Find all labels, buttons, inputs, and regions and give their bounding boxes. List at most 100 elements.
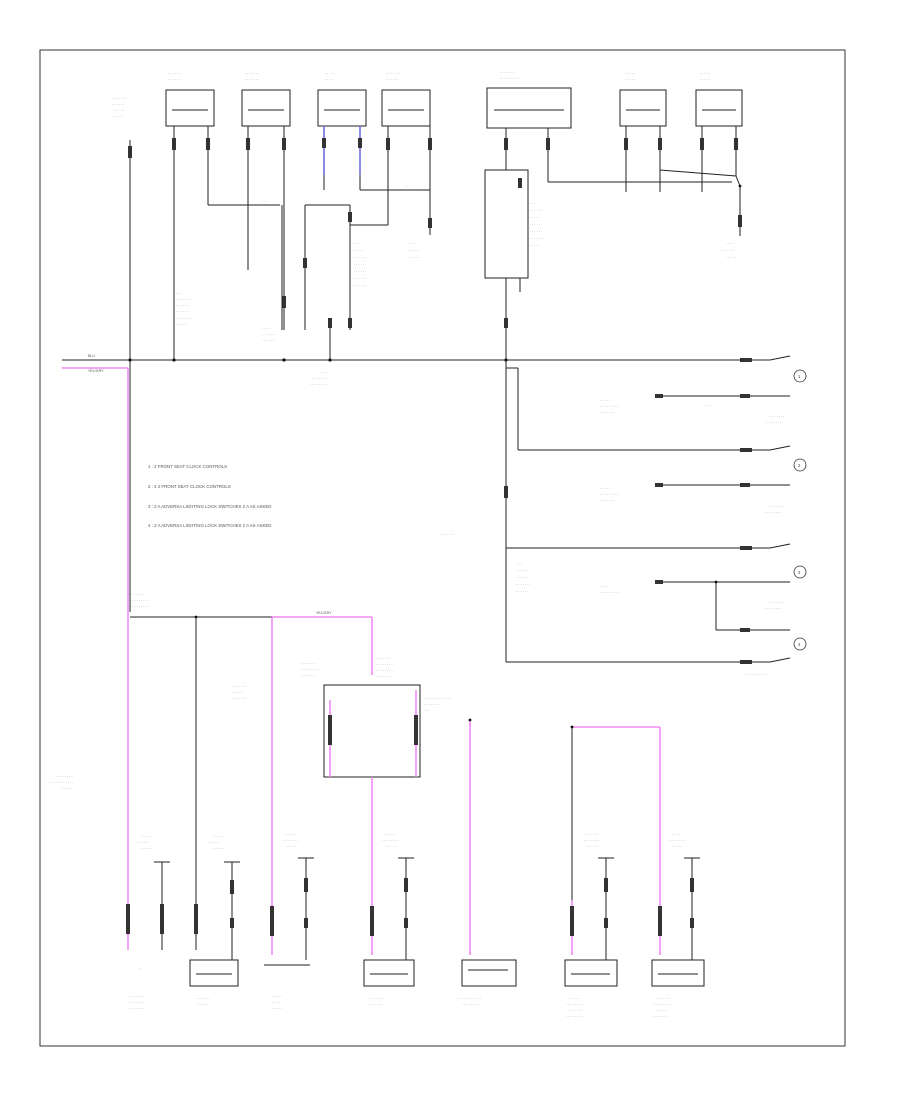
svg-text:· · · · · · · ·: · · · · · · · · xyxy=(376,663,393,667)
svg-text:· · · · ·: · · · · · xyxy=(530,223,540,227)
svg-text:· · · · · · ·: · · · · · · · xyxy=(386,72,400,76)
svg-text:· · · · ·: · · · · · xyxy=(600,585,610,589)
svg-text:· · · · · ·: · · · · · · xyxy=(176,310,188,314)
svg-text:· · · · · · ·: · · · · · · · xyxy=(168,72,182,76)
svg-text:· · · · · · · ·: · · · · · · · · xyxy=(566,1003,583,1007)
svg-text:· · · · · ·: · · · · · · xyxy=(245,78,257,82)
svg-text:· · · · ·: · · · · · xyxy=(588,845,598,849)
svg-text:· · · · ·: · · · · · xyxy=(354,263,364,267)
svg-text:· · · ·: · · · · xyxy=(726,242,734,246)
svg-text:· · · · · ·: · · · · · · xyxy=(137,841,149,845)
svg-text:· · · · · · · ·: · · · · · · · · xyxy=(56,775,73,779)
bottom-unit-3: · · · · · · · · · · · · · · · · · · · · … xyxy=(264,833,314,1011)
svg-text:· · · · ·: · · · · · xyxy=(410,256,420,260)
svg-text:· · · · · ·: · · · · · · xyxy=(670,833,682,837)
svg-text:· · · · · · ·: · · · · · · · xyxy=(130,995,144,999)
svg-text:· · · · · · ·: · · · · · · · xyxy=(232,697,246,701)
svg-text:· · · · ·: · · · · · xyxy=(672,845,682,849)
svg-text:· · · · · · ·: · · · · · · · xyxy=(245,72,259,76)
main-bus: BLU YEL/GRY 1 xyxy=(62,354,807,383)
svg-text:· · · · ·: · · · · · xyxy=(625,72,635,76)
svg-text:· · · · · ·: · · · · · · xyxy=(570,1009,582,1013)
svg-text:· · · · · · · · ·: · · · · · · · · · xyxy=(600,493,619,497)
symbol-num-1: 1 xyxy=(798,374,801,379)
svg-text:· · · · · ·: · · · · · · xyxy=(516,569,528,573)
svg-text:· · · · · · ·: · · · · · · · xyxy=(130,593,144,597)
svg-text:· · · · ·: · · · · · xyxy=(386,845,396,849)
svg-text:· · · · · · ·: · · · · · · · xyxy=(370,997,384,1001)
component-b: · · · · · · · · · · · · · xyxy=(241,72,291,127)
svg-text:· · · · · · ·: · · · · · · · xyxy=(600,411,614,415)
ground-1: · · · · · · · · · · · · · · · · · · · · … xyxy=(130,835,170,1011)
svg-text:· · · · · · ·: · · · · · · · xyxy=(770,415,784,419)
svg-text:· · · · · · ·: · · · · · · · xyxy=(130,1001,144,1005)
component-c: · · · · · · · · · xyxy=(317,72,367,127)
svg-text:· · · · · ·: · · · · · · xyxy=(384,833,396,837)
svg-text:· · · · · ·: · · · · · · xyxy=(408,249,420,253)
svg-text:· · · · · · ·: · · · · · · · xyxy=(516,583,530,587)
svg-text:· · · · ·: · · · · · xyxy=(530,244,540,248)
svg-text:· · · · · · ·: · · · · · · · xyxy=(262,339,276,343)
svg-text:· · · · ·: · · · · · xyxy=(286,845,296,849)
bottom-unit-4: · · · · · · · · · · · · · · · · · · · · … xyxy=(363,833,415,1007)
svg-text:· · · · · · · ·: · · · · · · · · xyxy=(765,421,782,425)
svg-text:· · · · · ·: · · · · · · xyxy=(530,230,542,234)
svg-text:· · · · · ·: · · · · · · xyxy=(270,1001,282,1005)
pink-loop xyxy=(570,725,662,955)
svg-text:· · · · · · · ·: · · · · · · · · xyxy=(282,839,299,843)
svg-text:· · · · · · · ·: · · · · · · · · xyxy=(300,662,317,666)
svg-text:· · · · · · · · · ·: · · · · · · · · · · xyxy=(746,673,767,677)
svg-text:· · · · ·: · · · · · xyxy=(570,997,580,1001)
bus-label: BLU xyxy=(88,354,95,358)
svg-text:· · ·: · · · xyxy=(354,242,360,246)
svg-text:· · · · · · ·: · · · · · · · xyxy=(376,657,390,661)
svg-text:· · · · ·: · · · · · xyxy=(354,249,364,253)
svg-text:· · · · · · ·: · · · · · · · xyxy=(500,71,514,75)
svg-text:· · · · · ·: · · · · · · xyxy=(196,1003,208,1007)
svg-text:· · · ·: · · · · xyxy=(325,78,333,82)
svg-text:· · · · · · · ·: · · · · · · · · xyxy=(310,383,327,387)
svg-text:· · ·: · · · xyxy=(262,200,268,204)
component-e: · · · · · · · · · · · · · · · · xyxy=(486,71,572,129)
svg-text:· · · · ·: · · · · · xyxy=(140,835,150,839)
svg-text:· · · · · ·: · · · · · · xyxy=(284,833,296,837)
svg-text:· · · · · · · ·: · · · · · · · · xyxy=(765,511,782,515)
bottom-unit-5: · · · · · · · · · · · · · · · · · · · xyxy=(458,959,517,1007)
svg-text:· · · · · · · ·: · · · · · · · · xyxy=(176,317,193,321)
svg-text:· · · · · · · ·: · · · · · · · · xyxy=(765,607,782,611)
svg-text:· · ·: · · · xyxy=(424,709,430,713)
svg-text:· · · · · ·: · · · · · · xyxy=(386,78,398,82)
svg-text:· · · · ·: · · · · · xyxy=(530,216,540,220)
svg-text:· · · · · · · ·: · · · · · · · · xyxy=(584,839,601,843)
svg-text:· · · · · ·: · · · · · · xyxy=(354,277,366,281)
svg-text:· · · · · · · · ·: · · · · · · · · · xyxy=(300,668,319,672)
component-g: · · · · · · · · · · xyxy=(695,72,743,127)
symbol-num-3: 3 xyxy=(798,570,801,575)
svg-text:· · · · ·: · · · · · xyxy=(600,399,610,403)
svg-text:· · · · · ·: · · · · · · xyxy=(208,841,220,845)
svg-text:· · · · · · ·: · · · · · · · xyxy=(232,685,246,689)
svg-text:· · · · · ·: · · · · · · xyxy=(232,691,244,695)
svg-text:· · ·: · · · xyxy=(405,185,411,189)
svg-text:· · · · · ·: · · · · · · xyxy=(112,103,124,107)
svg-text:· · · ·: · · · · xyxy=(262,327,270,331)
svg-text:· · · · · ·: · · · · · · xyxy=(212,847,224,851)
svg-text:· · ·: · · · xyxy=(530,202,536,206)
svg-text:· · · · · ·: · · · · · · xyxy=(60,787,72,791)
svg-text:· · · · · · ·: · · · · · · · xyxy=(130,1007,144,1011)
svg-text:· · · · · · · ·: · · · · · · · · xyxy=(668,839,685,843)
svg-text:· · · · · · · ·: · · · · · · · · xyxy=(566,1015,583,1019)
bus-color-label: YEL/GRY xyxy=(88,369,104,373)
pink-trunk: · · · · · · · · · · · · · · · · · · · · … xyxy=(50,367,149,950)
svg-text:· · · · · · · ·: · · · · · · · · xyxy=(300,674,317,678)
top-components: · · · · · · · · · · · · · · · · · · · · … xyxy=(112,71,743,129)
diagram-frame xyxy=(39,49,846,1047)
svg-text:· · ·: · · · xyxy=(516,562,522,566)
svg-text:· · · · · ·: · · · · · · xyxy=(354,284,366,288)
component-a: · · · · · · · · · · · · · xyxy=(165,72,215,127)
svg-text:· · · · · · · · · · ·: · · · · · · · · · · · xyxy=(458,997,481,1001)
svg-text:· · · · ·: · · · · · xyxy=(700,78,710,82)
svg-text:· · ·: · · · xyxy=(322,371,328,375)
svg-text:· · · · · ·: · · · · · · xyxy=(354,270,366,274)
